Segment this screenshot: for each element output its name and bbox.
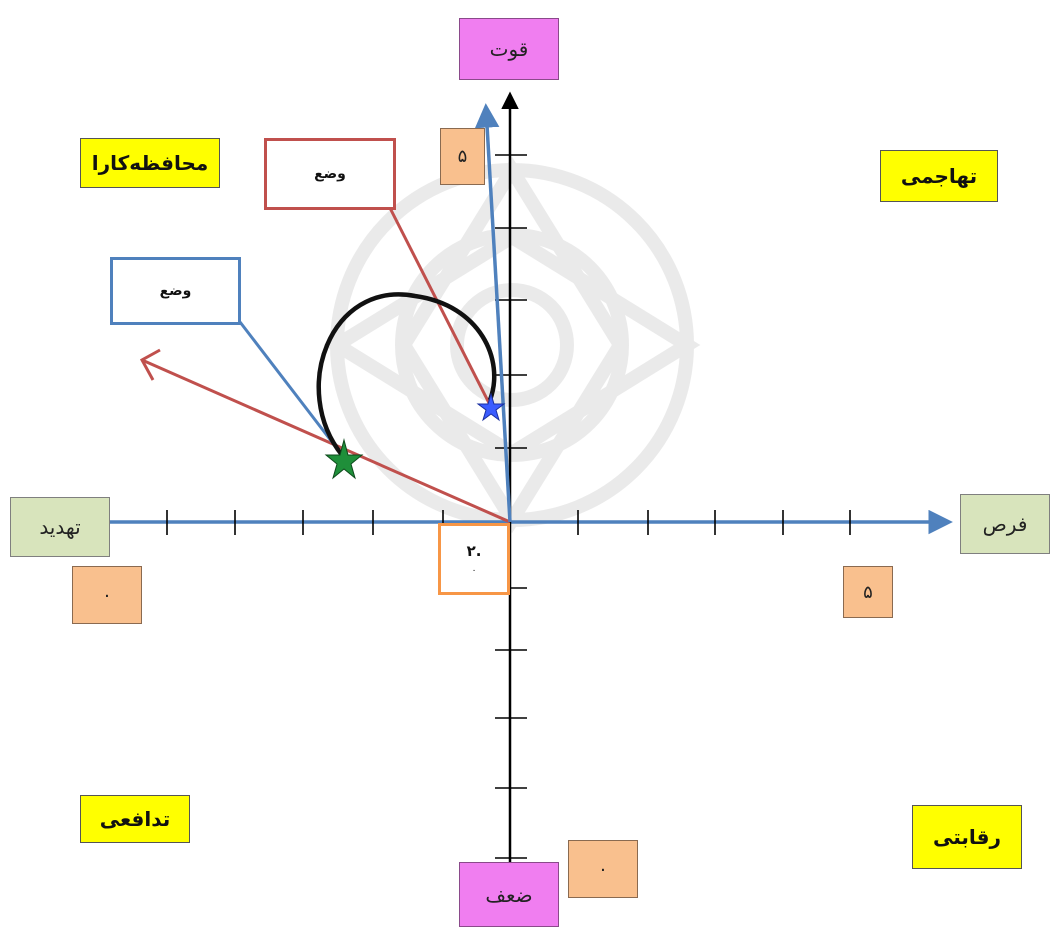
green-star-icon: [324, 438, 364, 480]
origin-value-box: ۲. ۰: [438, 523, 510, 595]
opportunity-max-value: ۵: [843, 566, 893, 618]
weakness-label: ضعف: [459, 862, 559, 927]
red-status-callout: وضع: [264, 138, 396, 210]
blue-status-callout: وضع: [110, 257, 241, 325]
red-arrow-head: [139, 348, 161, 381]
red-callout-leader: [388, 207, 492, 406]
strength-max-value: ۵: [440, 128, 485, 185]
red-strategy-vector: [141, 358, 511, 524]
quadrant-competitive: رقابتی: [912, 805, 1022, 869]
quadrant-aggressive: تهاجمی: [880, 150, 998, 202]
opportunity-label: فرص: [960, 494, 1050, 554]
origin-sub-value: ۰: [471, 566, 477, 576]
quadrant-defensive: تدافعی: [80, 795, 190, 843]
weakness-zero-value: ۰: [568, 840, 638, 898]
blue-callout-leader: [238, 321, 344, 456]
origin-value: ۲.: [466, 542, 482, 560]
strength-label: قوت: [459, 18, 559, 80]
blue-strategy-vector: [474, 103, 512, 523]
watermark-emblem: [323, 156, 701, 534]
rotation-arc: [316, 292, 497, 457]
threat-label: تهدید: [10, 497, 110, 557]
quadrant-conservative: محافظه‌کارا: [80, 138, 220, 188]
threat-zero-value: ۰: [72, 566, 142, 624]
blue-star-icon: [476, 392, 506, 422]
